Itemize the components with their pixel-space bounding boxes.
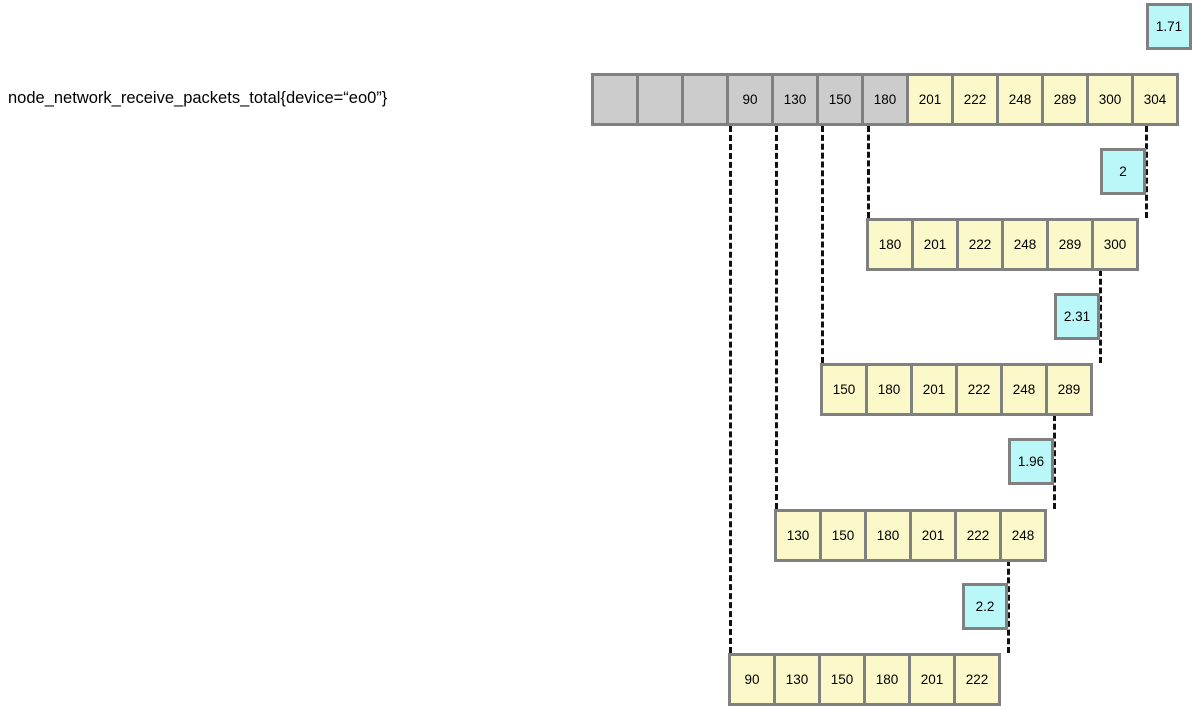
rate-box-2-value: 2	[1119, 164, 1127, 179]
sample-cell: 130	[774, 76, 816, 123]
sample-cell	[594, 76, 636, 123]
sample-cell: 201	[914, 221, 956, 268]
connector-line-90	[729, 126, 732, 653]
series-row-full: 90 130 150 180 201 222 248 289 300 304	[591, 73, 1179, 126]
sample-cell: 201	[909, 76, 951, 123]
sample-cell: 130	[776, 656, 818, 703]
rate-box-3: 2.31	[1054, 293, 1100, 340]
sample-cell: 180	[868, 366, 910, 413]
connector-line-180	[867, 126, 870, 218]
sample-cell: 248	[1002, 512, 1044, 559]
series-row-window-3: 150 180 201 222 248 289	[820, 363, 1093, 416]
series-row-window-4: 130 150 180 201 222 248	[774, 509, 1047, 562]
sample-cell: 222	[956, 656, 998, 703]
sample-cell: 248	[1004, 221, 1046, 268]
sample-cell: 222	[958, 366, 1000, 413]
rate-box-4-value: 1.96	[1017, 454, 1045, 469]
sample-cell: 150	[822, 512, 864, 559]
connector-line-right-4	[1007, 560, 1010, 653]
sample-cell: 180	[869, 221, 911, 268]
connector-line-right-2	[1099, 270, 1102, 363]
rate-box-4: 1.96	[1008, 438, 1054, 485]
sample-cell: 222	[954, 76, 996, 123]
rate-box-1: 1.71	[1146, 3, 1192, 50]
sample-cell: 150	[821, 656, 863, 703]
connector-line-right-1	[1145, 126, 1148, 218]
sample-cell: 222	[957, 512, 999, 559]
sample-cell: 248	[999, 76, 1041, 123]
series-row-window-5: 90 130 150 180 201 222	[728, 653, 1001, 706]
sample-cell: 248	[1003, 366, 1045, 413]
sample-cell: 300	[1094, 221, 1136, 268]
sample-cell: 201	[912, 512, 954, 559]
sample-cell: 90	[729, 76, 771, 123]
rate-box-5-value: 2.2	[975, 599, 995, 614]
sample-cell: 90	[731, 656, 773, 703]
rate-box-2: 2	[1100, 148, 1146, 195]
sample-cell: 130	[777, 512, 819, 559]
sample-cell: 304	[1134, 76, 1176, 123]
sample-cell: 201	[911, 656, 953, 703]
sample-cell: 201	[913, 366, 955, 413]
sample-cell: 289	[1044, 76, 1086, 123]
sample-cell	[684, 76, 726, 123]
metric-label: node_network_receive_packets_total{devic…	[8, 89, 388, 107]
rate-box-3-value: 2.31	[1063, 309, 1091, 324]
sample-cell: 180	[867, 512, 909, 559]
series-row-window-2: 180 201 222 248 289 300	[866, 218, 1139, 271]
connector-line-130	[775, 126, 778, 509]
sample-cell: 180	[864, 76, 906, 123]
rate-box-5: 2.2	[962, 583, 1008, 630]
sample-cell: 180	[866, 656, 908, 703]
rate-box-1-value: 1.71	[1155, 19, 1183, 34]
connector-line-right-3	[1053, 415, 1056, 509]
sample-cell: 150	[823, 366, 865, 413]
sample-cell: 300	[1089, 76, 1131, 123]
sample-cell: 289	[1049, 221, 1091, 268]
sample-cell: 150	[819, 76, 861, 123]
sample-cell: 222	[959, 221, 1001, 268]
sample-cell	[639, 76, 681, 123]
connector-line-150	[821, 126, 824, 363]
sample-cell: 289	[1048, 366, 1090, 413]
